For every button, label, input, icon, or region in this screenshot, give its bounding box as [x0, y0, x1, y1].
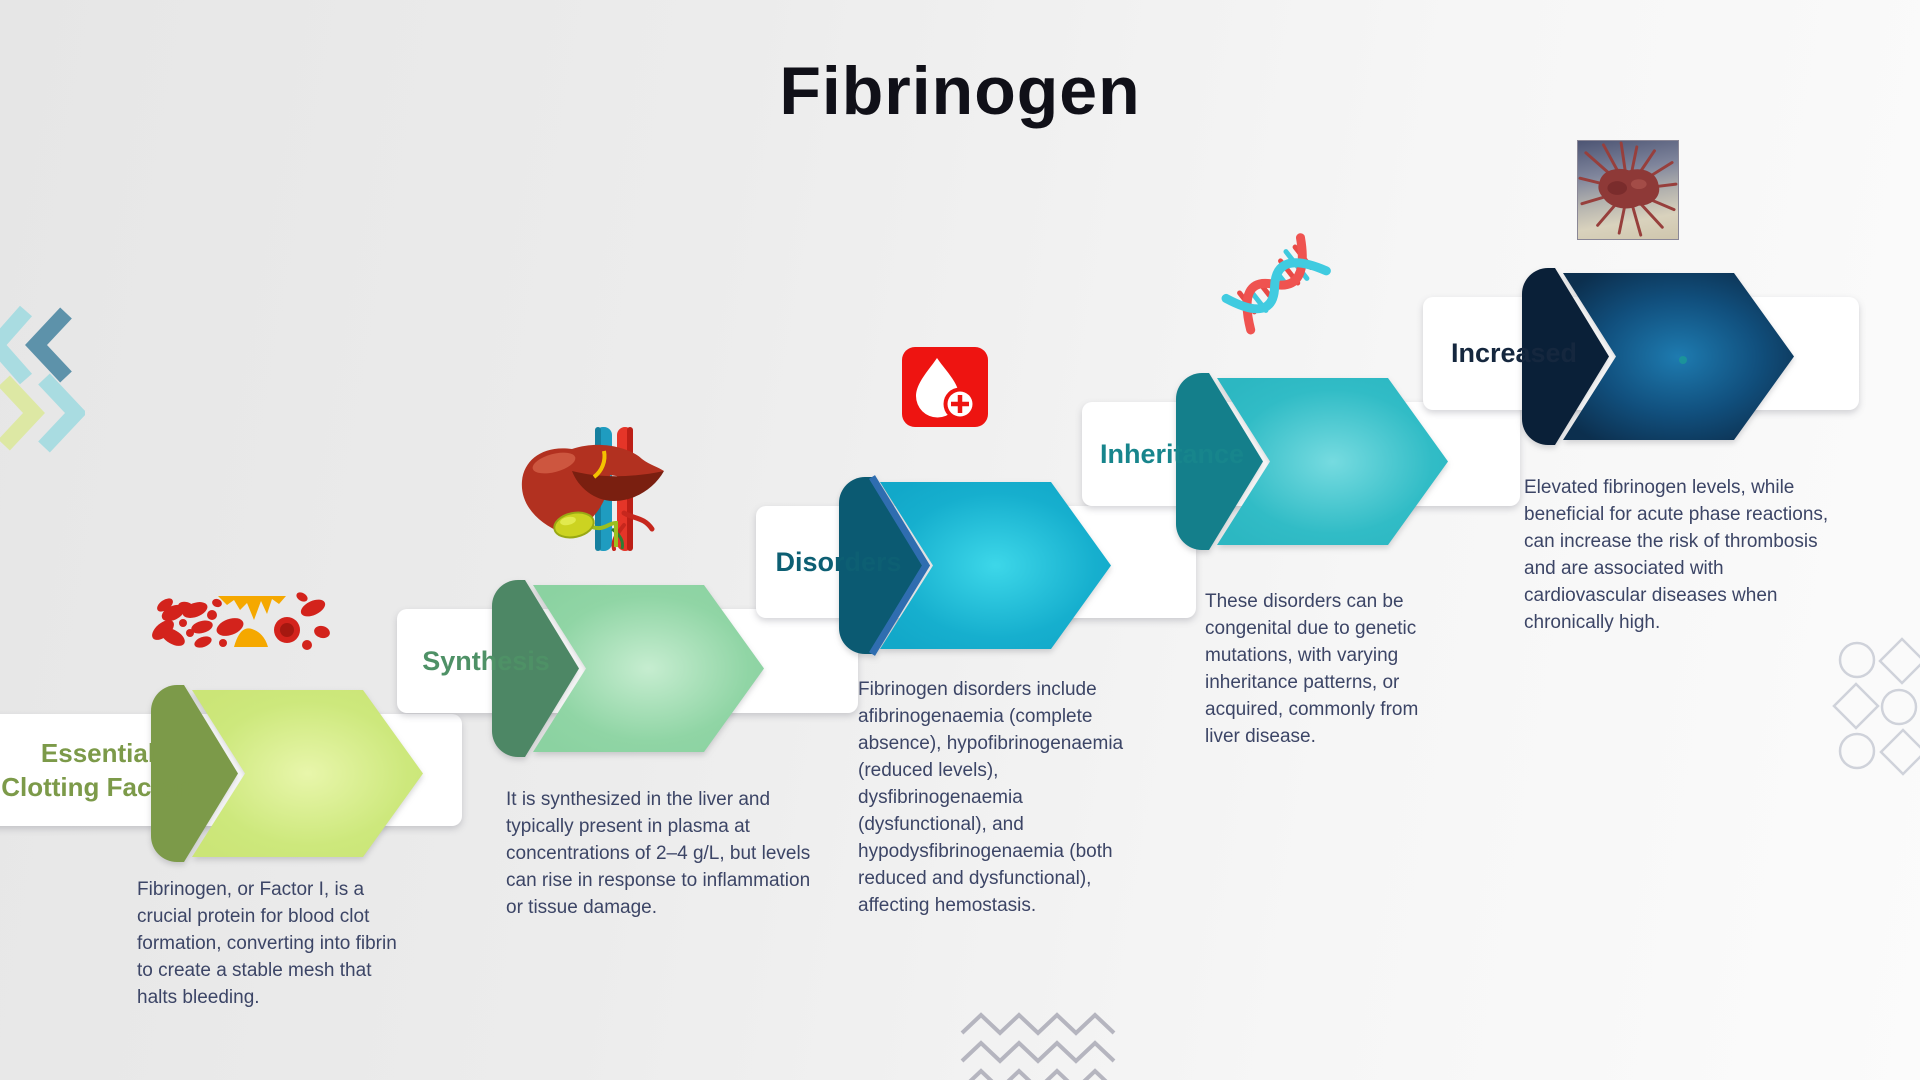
step-description: Fibrinogen, or Factor I, is a crucial pr…: [137, 879, 397, 1008]
diamond-outline-icon: [1879, 728, 1920, 776]
arrow-chevron: [1563, 273, 1794, 440]
diamond-outline-icon: [1878, 637, 1920, 685]
chevron-right-icon: [0, 375, 45, 451]
arrow-chevron: [1217, 378, 1448, 545]
step-arrow: [492, 580, 764, 757]
left-chevrons-decoration: [0, 305, 85, 453]
step-arrow: [1522, 268, 1794, 445]
step-label: Inheritance: [1099, 438, 1245, 469]
cancer-cell-image: [1577, 140, 1679, 240]
step-description: Fibrinogen disorders include afibrinogen…: [858, 679, 1124, 916]
arrow-fold: [492, 580, 579, 757]
page-title: Fibrinogen: [779, 53, 1141, 129]
step-label: Disorders: [775, 546, 902, 577]
step-description: These disorders can be congenital due to…: [1205, 591, 1419, 747]
step-description: Elevated fibrinogen levels, while benefi…: [1524, 477, 1829, 633]
step-label: Essential Clotting Factor:: [1, 738, 195, 802]
chevron-left-icon: [0, 305, 32, 385]
step-label: Synthesis: [422, 645, 550, 676]
arrow-fold: [151, 685, 238, 862]
right-shapes-decoration: [1832, 637, 1920, 776]
step-arrow: [1176, 373, 1448, 550]
step-arrow: [839, 475, 1111, 656]
step-arrow: [151, 685, 423, 862]
step-description: It is synthesized in the liver and typic…: [506, 789, 811, 918]
circle-outline-icon: [1838, 732, 1876, 770]
liver-icon: [521, 427, 664, 551]
arrow-fold: [1522, 268, 1609, 445]
arrow-chevron: [192, 690, 423, 857]
diamond-outline-icon: [1832, 682, 1880, 730]
step-label: Increased: [1450, 338, 1578, 368]
dna-icon: [1221, 233, 1331, 335]
zigzag-decoration: [960, 1012, 1116, 1080]
circle-outline-icon: [1880, 688, 1918, 726]
blood-cells-icon: [152, 592, 330, 650]
arrow-chevron: [880, 482, 1111, 649]
arrow-chevron: [533, 585, 764, 752]
arrow-fold: [1176, 373, 1263, 550]
arrow-fold: [839, 477, 926, 654]
arrow-center-dot: [1679, 356, 1687, 364]
blood-drop-icon: [902, 347, 988, 427]
chevron-right-icon: [38, 373, 85, 453]
chevron-left-icon: [25, 307, 72, 383]
circle-outline-icon: [1838, 641, 1876, 679]
arrow-fold-fringe: [869, 475, 931, 656]
